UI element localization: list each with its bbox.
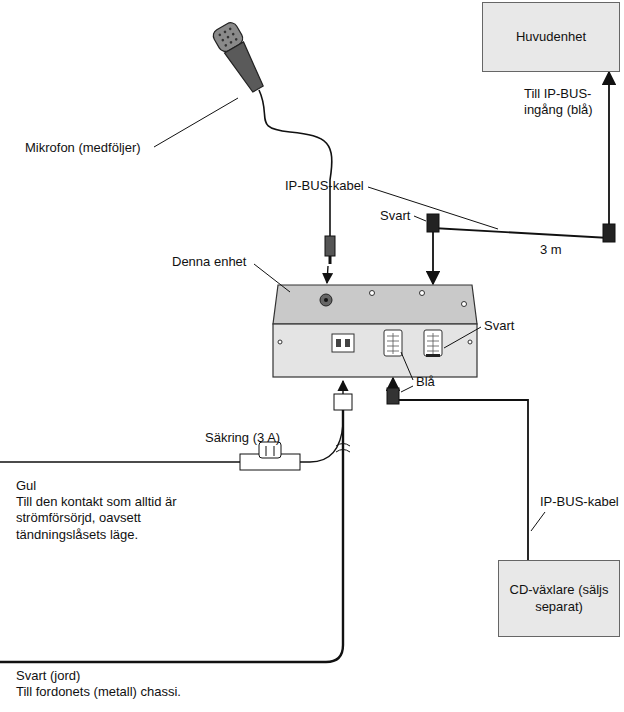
- part-label: Mikrofon (medföljer): [25, 140, 141, 156]
- plug-tip: [329, 256, 332, 264]
- leader-line: [368, 187, 498, 229]
- wiring-note: Till fordonets (metall) chassi.: [16, 684, 181, 700]
- power-plug: [334, 394, 352, 410]
- connection-note: Till IP-BUS-ingång (blå): [524, 86, 606, 119]
- cable-label: IP-BUS-kabel: [540, 494, 619, 510]
- part-label: Säkring (3 A): [205, 430, 280, 446]
- cable-label: IP-BUS-kabel: [285, 178, 364, 194]
- insert-arrow: [327, 266, 328, 283]
- wire-color-label: Svart (jord): [16, 668, 80, 684]
- node-text: Denna enhet: [172, 254, 246, 270]
- cable-plug: [603, 224, 615, 242]
- ip-bus-cable: [393, 378, 528, 560]
- cable-plug: [427, 214, 439, 232]
- unit-housing: [272, 284, 478, 378]
- cd-changer-box: CD-växlare (säljs separat): [498, 560, 620, 637]
- leader-line: [531, 512, 545, 531]
- ip-bus-cable: [433, 72, 609, 284]
- color-label: Blå: [416, 374, 435, 390]
- wire-break: [336, 444, 350, 453]
- cable-plug: [387, 388, 399, 404]
- this-unit: Denna enhet: [272, 284, 478, 378]
- node-text: Huvudenhet: [516, 29, 586, 45]
- microphone-cord: [259, 90, 332, 236]
- microphone-plug: [325, 236, 335, 256]
- insert-arrow: [342, 381, 343, 394]
- microphone: [211, 20, 270, 95]
- color-label: Svart: [380, 208, 410, 224]
- leader-line: [414, 216, 426, 221]
- wiring-note: Till den kontakt som alltid är strömförs…: [16, 494, 221, 543]
- ground-wire: [0, 410, 343, 662]
- dimension-label: 3 m: [540, 242, 562, 258]
- node-text: CD-växlare (säljs separat): [507, 582, 611, 615]
- color-label: Svart: [484, 318, 514, 334]
- wire-color-label: Gul: [16, 478, 36, 494]
- leader-line: [401, 386, 413, 392]
- head-unit-box: Huvudenhet: [482, 2, 620, 72]
- leader-line: [154, 98, 238, 147]
- fuse-holder: [240, 442, 300, 470]
